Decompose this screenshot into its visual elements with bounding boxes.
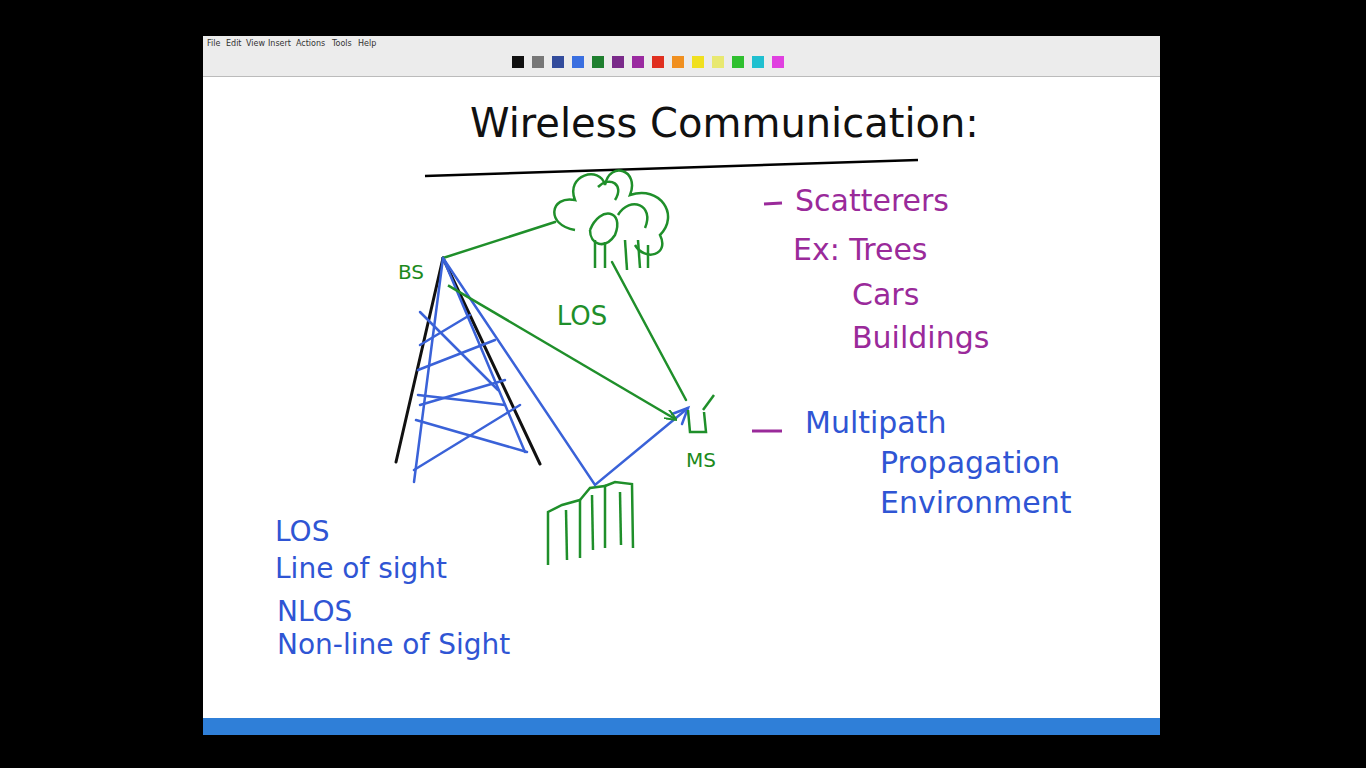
- bullet-text: Multipath Propagation Environment: [805, 403, 1080, 523]
- los-ray: [448, 285, 676, 419]
- mobile-station: MS: [676, 392, 722, 474]
- edge-label: LOS: [554, 301, 611, 331]
- definition: Non-line of Sight: [277, 628, 510, 661]
- abbreviation: NLOS: [277, 595, 352, 628]
- example-text: Buildings: [852, 320, 989, 355]
- example-text: Cars: [852, 277, 919, 312]
- page-bar: [203, 718, 1160, 735]
- menu-item: Actions: [296, 39, 325, 48]
- menu-item: Edit: [226, 39, 242, 48]
- base-station: BS: [396, 252, 448, 288]
- menu-item: File: [207, 39, 220, 48]
- title-underline: [425, 160, 918, 176]
- bullet-dash: [764, 203, 782, 204]
- building: [548, 482, 633, 565]
- station-label: MS: [686, 448, 716, 472]
- bullet-dash: [752, 430, 782, 433]
- mobile-station: [688, 395, 714, 432]
- tree: [554, 171, 668, 270]
- menu-item: Help: [358, 39, 376, 48]
- menu-item: Tools: [332, 39, 352, 48]
- abbreviation: LOS: [275, 515, 329, 548]
- multipath-rays: [443, 222, 688, 485]
- title: Wireless Communication:: [470, 100, 979, 146]
- bullet-text: Scatterers: [795, 183, 949, 218]
- definition: Line of sight: [275, 552, 447, 585]
- station-label: BS: [398, 260, 424, 284]
- toolbar-swatches: [512, 56, 784, 68]
- example-text: Ex: Trees: [793, 232, 928, 267]
- menu-item: Insert: [268, 39, 291, 48]
- menu-item: View: [246, 39, 265, 48]
